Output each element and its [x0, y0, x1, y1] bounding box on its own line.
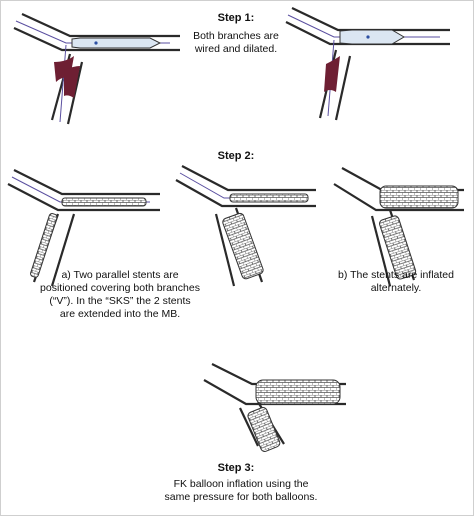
balloon	[339, 29, 405, 45]
plaque	[324, 56, 340, 92]
vessel-walls	[13, 13, 180, 125]
step1-right-bifurcation	[285, 7, 450, 121]
step1-heading: Step 1:	[217, 12, 255, 24]
stent	[255, 379, 341, 405]
step3-heading: Step 3:	[217, 462, 255, 474]
step3-caption-line2: same pressure for both balloons.	[164, 491, 318, 503]
step2a-caption-line4: are extended into the MB.	[59, 308, 181, 320]
stent	[222, 212, 264, 280]
step1-left-bifurcation	[13, 13, 180, 125]
step2b-caption-line2: alternately.	[370, 282, 422, 294]
plaque	[64, 66, 80, 98]
stent	[30, 213, 58, 278]
step3-caption-line1: FK balloon inflation using the	[173, 478, 309, 490]
balloon	[71, 37, 162, 49]
stent	[379, 185, 459, 209]
step3-bifurcation	[203, 363, 346, 452]
step2-heading: Step 2:	[217, 150, 255, 162]
vessel-walls	[285, 7, 450, 121]
step2b-bifurcation-inflated-2	[333, 167, 464, 287]
step1-caption-line2: wired and dilated.	[194, 43, 278, 55]
step1-caption-line1: Both branches are	[193, 30, 279, 42]
step2a-caption-line3: (“V”). In the “SKS” the 2 stents	[49, 295, 191, 307]
step2b-bifurcation-inflated-1	[175, 165, 316, 287]
stent	[247, 406, 281, 452]
step2a-bifurcation	[7, 169, 160, 287]
step2b-caption-line1: b) The stents are inflated	[338, 269, 454, 281]
stent	[229, 193, 309, 203]
step2a-caption-line1: a) Two parallel stents are	[61, 269, 179, 281]
stent	[379, 215, 417, 280]
step2a-caption-line2: positioned covering both branches	[40, 282, 200, 294]
stent	[61, 197, 147, 207]
